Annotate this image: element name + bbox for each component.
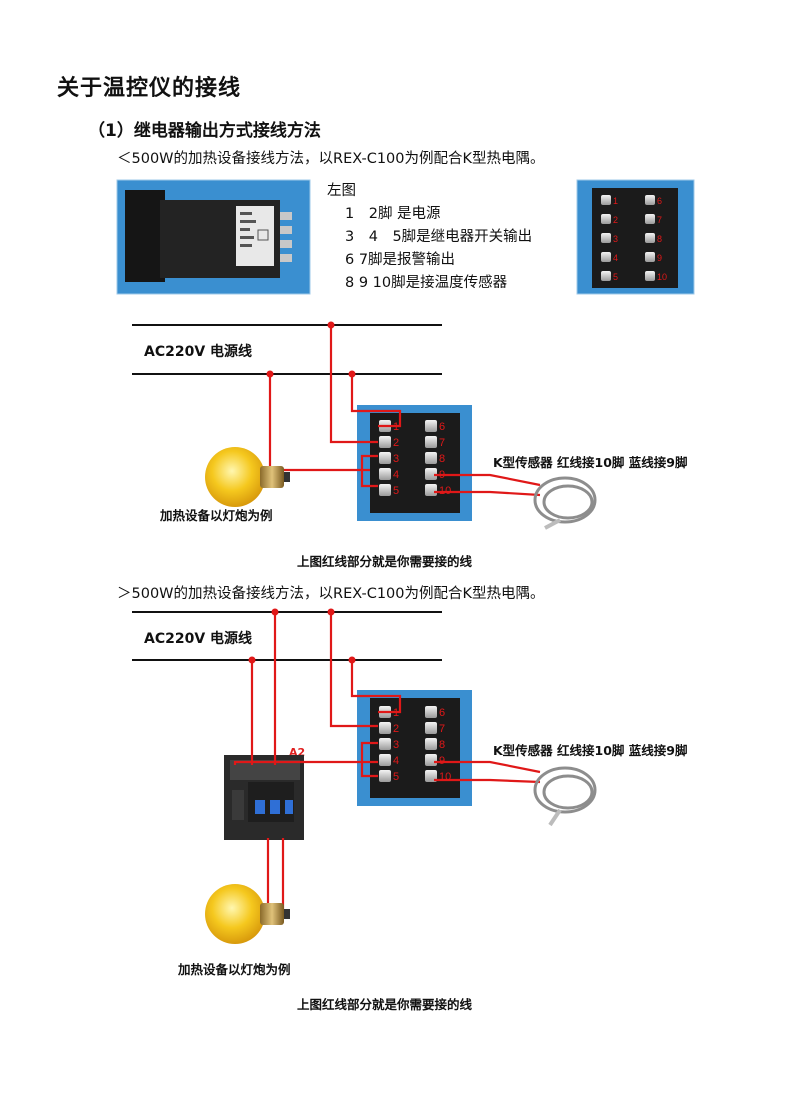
section-heading: （1）继电器输出方式接线方法 <box>88 121 321 141</box>
terminal-number: 3 <box>613 234 618 244</box>
terminal-screw <box>425 468 437 480</box>
terminal-number: 4 <box>393 755 399 767</box>
terminal-screw <box>425 484 437 496</box>
sensor-label: K型传感器 红线接10脚 蓝线接9脚 <box>493 455 688 470</box>
terminal-number: 4 <box>393 469 399 481</box>
terminal-screw <box>379 754 391 766</box>
terminal-screw <box>425 738 437 750</box>
terminal-screw <box>601 252 611 262</box>
terminal-screw <box>379 468 391 480</box>
terminal-number: 7 <box>439 437 445 449</box>
terminal-screw <box>601 271 611 281</box>
terminal-number: 2 <box>613 215 618 225</box>
bulb-icon <box>205 447 290 507</box>
terminal-number: 10 <box>657 272 667 282</box>
legend-item: 8 9 10脚是接温度传感器 <box>345 275 508 291</box>
terminal-number: 6 <box>657 196 662 206</box>
terminal-photo: 1 2 3 4 5 6 7 8 9 10 <box>576 179 695 295</box>
terminal-screw <box>425 436 437 448</box>
terminal-number: 6 <box>439 707 445 719</box>
terminal-number: 1 <box>613 196 618 206</box>
terminal-screw <box>379 436 391 448</box>
terminal-screw <box>425 706 437 718</box>
diagram-caption: 上图红线部分就是你需要接的线 <box>297 997 473 1012</box>
intro-large-load: ＞500W的加热设备接线方法，以REX-C100为例配合K型热电隅。 <box>117 586 545 602</box>
terminal-number: 8 <box>439 739 445 751</box>
terminal-number: 2 <box>393 437 399 449</box>
heater-label: 加热设备以灯炮为例 <box>160 508 273 523</box>
thermocouple-icon <box>533 476 597 530</box>
terminal-number: 3 <box>393 739 399 751</box>
terminal-screw <box>601 195 611 205</box>
thermocouple-icon <box>533 766 597 827</box>
power-line-label: AC220V 电源线 <box>144 631 253 647</box>
terminal-screw <box>425 420 437 432</box>
terminal-screw <box>645 252 655 262</box>
terminal-number: 8 <box>657 234 662 244</box>
bulb-icon <box>205 884 290 944</box>
power-line-label: AC220V 电源线 <box>144 344 253 360</box>
terminal-number: 6 <box>439 421 445 433</box>
terminal-number: 7 <box>657 215 662 225</box>
terminal-screw <box>425 754 437 766</box>
page-title: 关于温控仪的接线 <box>57 76 242 101</box>
terminal-number: 4 <box>613 253 618 263</box>
terminal-number: 2 <box>393 723 399 735</box>
terminal-number: 5 <box>613 272 618 282</box>
terminal-screw <box>645 233 655 243</box>
terminal-screw <box>601 233 611 243</box>
terminal-screw <box>379 722 391 734</box>
terminal-screw <box>379 484 391 496</box>
intro-small-load: ＜500W的加热设备接线方法，以REX-C100为例配合K型热电隅。 <box>117 151 545 167</box>
terminal-number: 3 <box>393 453 399 465</box>
legend-item: 1 2脚 是电源 <box>345 206 441 222</box>
terminal-screw <box>379 738 391 750</box>
terminal-number: 5 <box>393 771 399 783</box>
terminal-screw <box>425 452 437 464</box>
sensor-label: K型传感器 红线接10脚 蓝线接9脚 <box>493 743 688 758</box>
contactor-icon <box>224 755 304 840</box>
terminal-number: 10 <box>439 771 451 783</box>
terminal-number: 7 <box>439 723 445 735</box>
controller-photo <box>116 179 311 295</box>
terminal-screw <box>601 214 611 224</box>
terminal-screw <box>425 722 437 734</box>
terminal-number: 9 <box>657 253 662 263</box>
terminal-screw <box>645 214 655 224</box>
terminal-number: 8 <box>439 453 445 465</box>
legend-item: 6 7脚是报警输出 <box>345 252 456 268</box>
terminal-screw <box>645 271 655 281</box>
diagram-caption: 上图红线部分就是你需要接的线 <box>297 554 473 569</box>
pin-legend: 左图 1 2脚 是电源 3 4 5脚是继电器开关输出 6 7脚是报警输出 8 9… <box>327 180 532 295</box>
terminal-screw <box>379 770 391 782</box>
legend-item: 3 4 5脚是继电器开关输出 <box>345 229 533 245</box>
legend-heading: 左图 <box>327 183 356 199</box>
heater-label: 加热设备以灯炮为例 <box>178 962 291 977</box>
terminal-screw <box>379 452 391 464</box>
terminal-screw <box>645 195 655 205</box>
terminal-number: 5 <box>393 485 399 497</box>
